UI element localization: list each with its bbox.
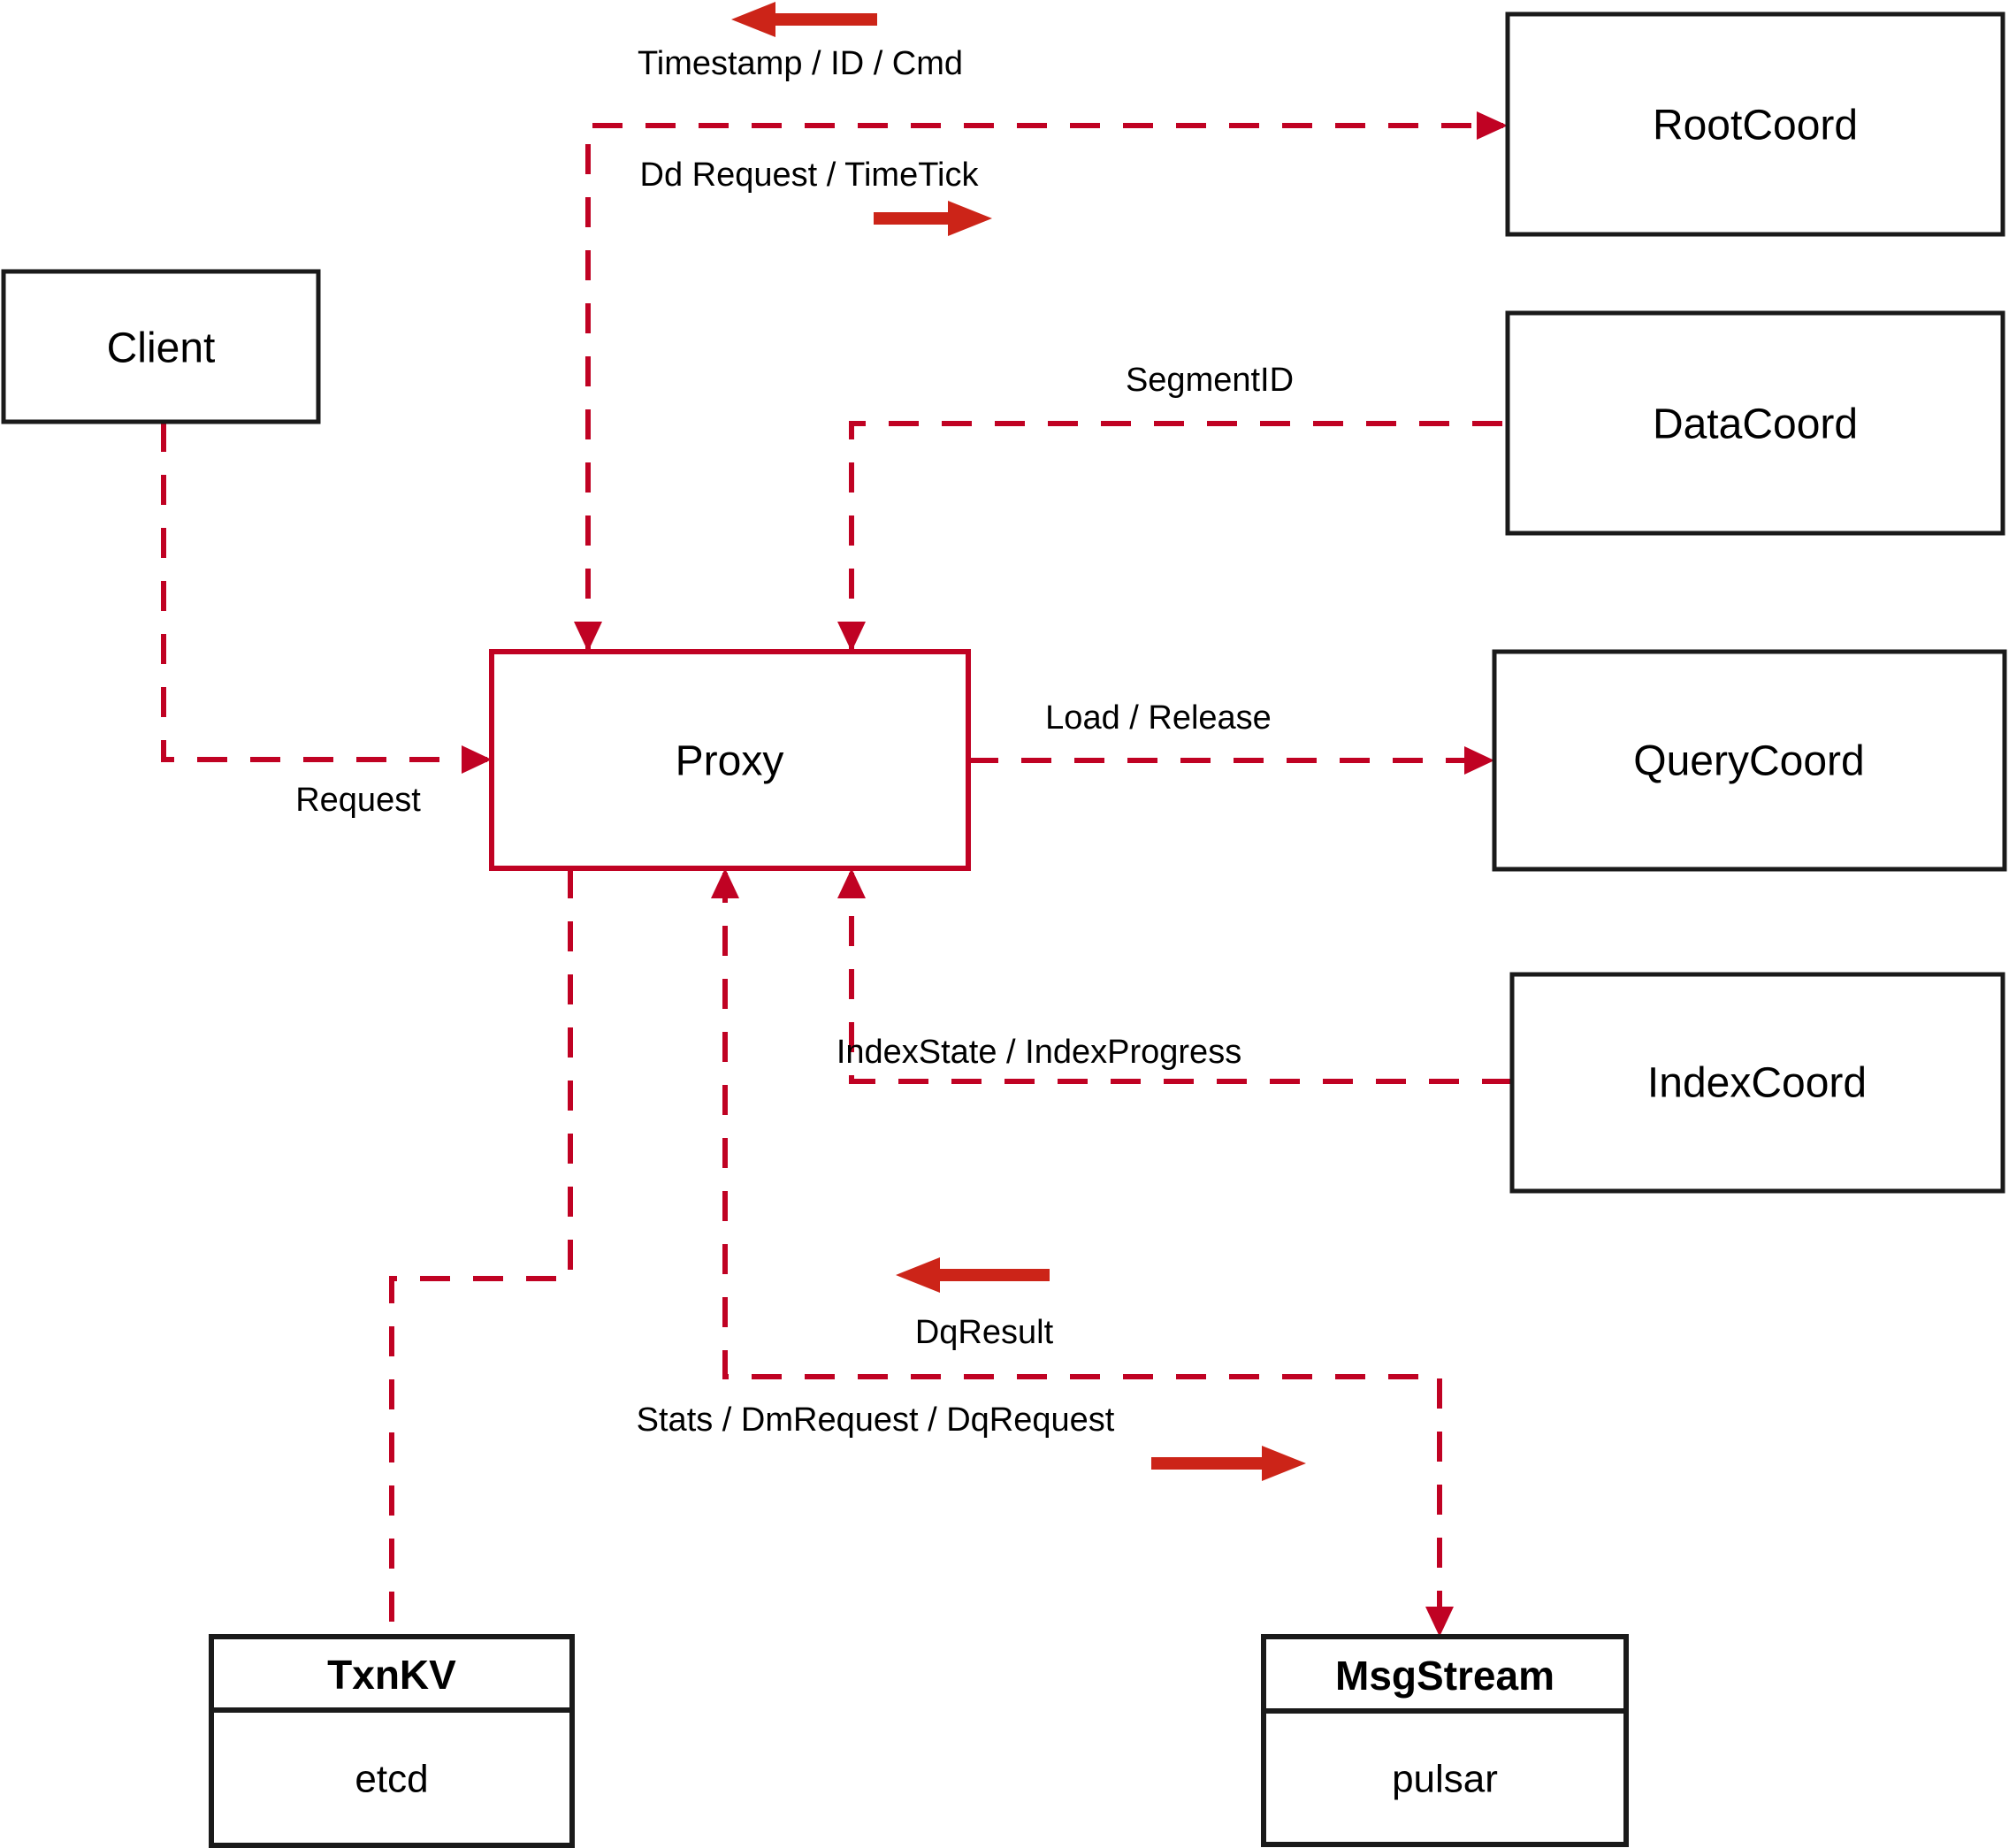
connector-proxy-txnkv: [389, 868, 573, 1637]
arrowhead-into-rootcoord: [1477, 111, 1508, 140]
edge-label-dd-request-timetick: Dd Request / TimeTick: [640, 157, 980, 194]
msgstream-subtitle: pulsar: [1392, 1758, 1498, 1801]
edge-label-load-release: Load / Release: [1045, 699, 1272, 737]
connector-datacoord-proxy: [849, 421, 1508, 652]
rootcoord-node: RootCoord: [1505, 11, 2005, 237]
connector-proxy-msgstream: [722, 873, 1442, 1632]
arrowhead-into-proxy-top-left: [574, 622, 602, 652]
connector-client-proxy: [161, 422, 487, 762]
direction-arrow-left-dqresult: [896, 1257, 1050, 1293]
querycoord-node: QueryCoord: [1492, 649, 2007, 872]
arrowhead-into-proxy-top-right: [837, 622, 866, 652]
edge-label-dqresult: DqResult: [915, 1314, 1054, 1351]
arrowhead-into-querycoord: [1464, 746, 1494, 775]
client-box: [1, 269, 321, 424]
edge-labels: Timestamp / ID / Cmd Dd Request / TimeTi…: [295, 45, 1294, 1439]
datacoord-label: DataCoord: [1653, 401, 1858, 448]
edge-label-stats-dmrequest-dqrequest: Stats / DmRequest / DqRequest: [637, 1401, 1115, 1439]
direction-arrow-left-timestamp: [731, 2, 877, 37]
proxy-node: Proxy: [489, 649, 971, 871]
txnkv-box: [209, 1634, 575, 1848]
txnkv-title: TxnKV: [327, 1652, 456, 1698]
datacoord-node: DataCoord: [1505, 310, 2005, 536]
indexcoord-label: IndexCoord: [1647, 1060, 1867, 1107]
proxy-label: Proxy: [676, 738, 784, 785]
edge-label-segment-id: SegmentID: [1126, 362, 1294, 399]
indexcoord-box: [1509, 972, 2005, 1194]
arrowhead-into-proxy-bottom-mid: [711, 868, 739, 898]
arrowhead-into-msgstream: [1425, 1607, 1454, 1637]
querycoord-box: [1492, 649, 2007, 872]
msgstream-node: MsgStream pulsar: [1261, 1634, 1629, 1847]
msgstream-box: [1261, 1634, 1629, 1847]
txnkv-node: TxnKV etcd: [209, 1634, 575, 1848]
edge-label-indexstate-indexprogress: IndexState / IndexProgress: [836, 1034, 1241, 1071]
connector-proxy-rootcoord: [585, 123, 1503, 652]
connectors: [161, 123, 1512, 1637]
querycoord-label: QueryCoord: [1633, 738, 1864, 785]
msgstream-title: MsgStream: [1335, 1653, 1554, 1699]
client-label: Client: [107, 325, 216, 372]
direction-arrow-right-ddrequest: [874, 201, 992, 236]
rootcoord-box: [1505, 11, 2005, 237]
indexcoord-node: IndexCoord: [1509, 972, 2005, 1194]
direction-arrows: [731, 2, 1306, 1481]
arrowhead-into-proxy-left: [462, 745, 492, 774]
direction-arrow-right-stats: [1151, 1446, 1306, 1481]
arrowhead-into-proxy-bottom-right: [837, 868, 866, 898]
proxy-box: [489, 649, 971, 871]
connector-arrowheads: [462, 111, 1508, 1637]
rootcoord-label: RootCoord: [1653, 103, 1858, 149]
connector-indexcoord-proxy: [849, 873, 1512, 1084]
txnkv-subtitle: etcd: [355, 1758, 428, 1801]
edge-label-timestamp-id-cmd: Timestamp / ID / Cmd: [638, 45, 963, 82]
client-node: Client: [1, 269, 321, 424]
edge-label-request: Request: [295, 782, 421, 819]
datacoord-box: [1505, 310, 2005, 536]
